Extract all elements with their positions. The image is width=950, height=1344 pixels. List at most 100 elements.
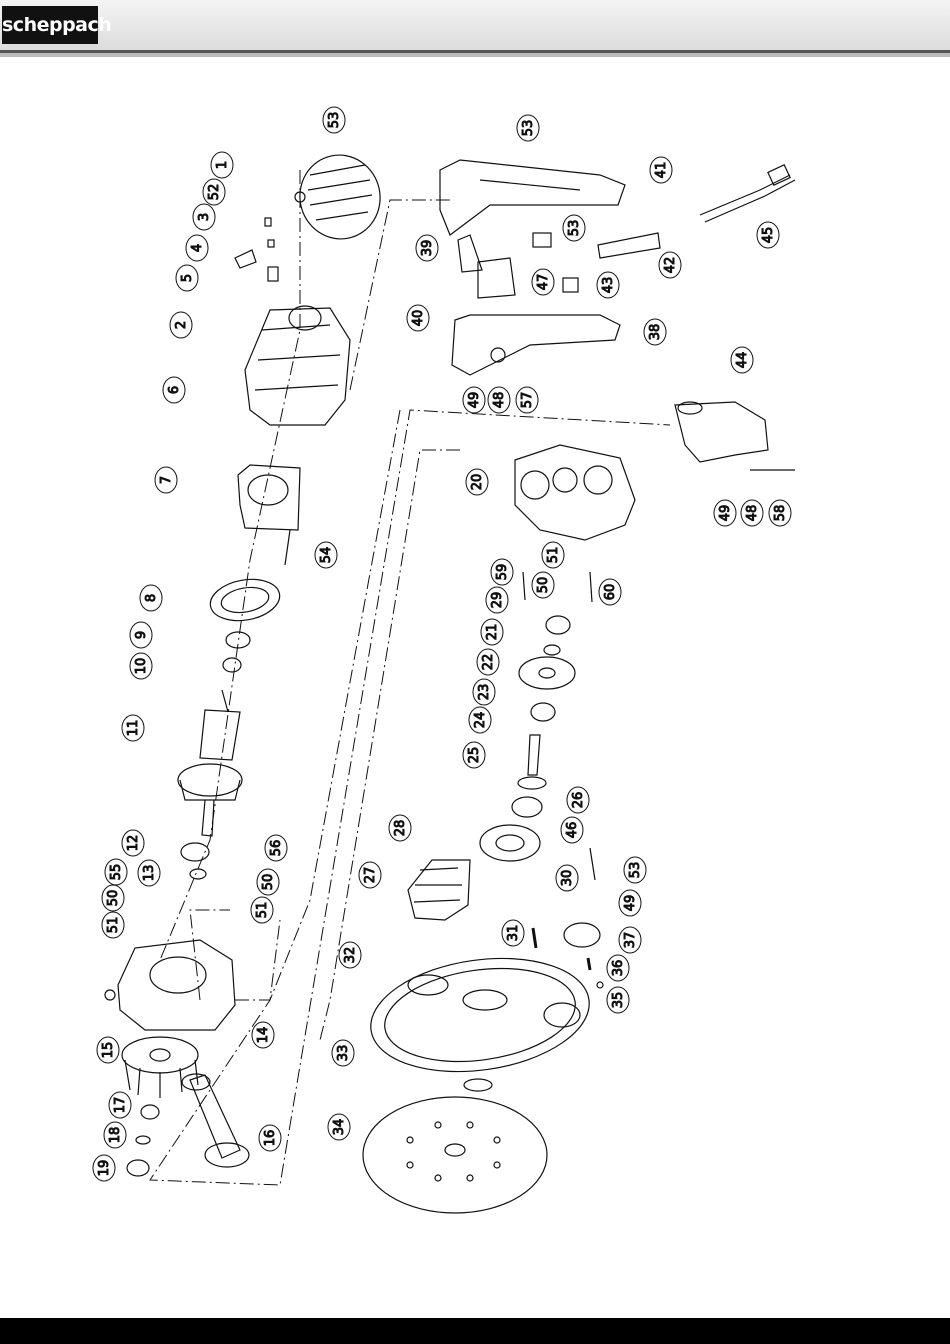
callout-53: 53 (521, 120, 536, 137)
callout-19: 19 (97, 1160, 112, 1177)
footer-bar (0, 1318, 950, 1344)
callout-7: 7 (159, 476, 174, 484)
callout-60: 60 (603, 584, 618, 601)
part-1-top-cover (292, 148, 388, 247)
callout-49: 49 (718, 505, 733, 522)
part-42-cable-sleeve (598, 233, 660, 258)
callout-48: 48 (745, 505, 760, 522)
callout-53: 53 (567, 220, 582, 237)
part-34-sanding-pad (363, 1097, 547, 1213)
callout-46: 46 (565, 822, 580, 839)
callout-45: 45 (761, 227, 776, 244)
callout-2: 2 (174, 321, 189, 329)
part-36-spring (588, 958, 590, 970)
header-divider (0, 53, 950, 57)
part-35-ball (597, 982, 603, 988)
callout-56: 56 (269, 840, 284, 857)
callout-39: 39 (420, 240, 435, 257)
part-43-clamp (563, 278, 578, 292)
part-31-spring (533, 928, 536, 948)
callout-37: 37 (623, 932, 638, 949)
callout-18: 18 (108, 1127, 123, 1144)
callout-20: 20 (470, 474, 485, 491)
callout-12: 12 (126, 835, 141, 852)
callout-29: 29 (490, 592, 505, 609)
callout-9: 9 (134, 631, 149, 639)
part-44-dust-port (675, 402, 768, 462)
part-21-ring (544, 645, 560, 655)
part-26-ring (518, 777, 546, 789)
callout-34: 34 (332, 1119, 347, 1136)
callout-22: 22 (481, 654, 496, 671)
part-22-bevel-gear (519, 657, 575, 689)
callout-14: 14 (256, 1027, 271, 1044)
callout-38: 38 (648, 324, 663, 341)
part-38-handle-shell (452, 315, 620, 375)
callout-49: 49 (467, 392, 482, 409)
brush-parts (235, 218, 278, 281)
part-28-bearing-flange (480, 825, 540, 861)
header-bar: scheppach (0, 0, 950, 53)
callout-15: 15 (101, 1042, 116, 1059)
part-7-field-frame (238, 465, 300, 530)
callout-51: 51 (106, 917, 121, 934)
part-8-ring (207, 574, 283, 626)
part-16-side-handle (182, 1074, 249, 1167)
callout-28: 28 (393, 820, 408, 837)
callout-25: 25 (467, 747, 482, 764)
callout-10: 10 (134, 658, 149, 675)
callout-54: 54 (319, 547, 334, 564)
callout-27: 27 (363, 867, 378, 884)
part-46-bearing (512, 797, 542, 817)
part-20-housing-cover (515, 445, 635, 540)
callout-17: 17 (113, 1097, 128, 1114)
callout-32: 32 (343, 947, 358, 964)
callout-23: 23 (477, 684, 492, 701)
part-25-spindle (528, 735, 540, 775)
callout-33: 33 (336, 1045, 351, 1062)
part-37-gear (564, 923, 600, 947)
callout-3: 3 (197, 213, 212, 221)
callout-11: 11 (126, 720, 141, 737)
part-6-motor-housing (245, 306, 350, 425)
callout-8: 8 (144, 594, 159, 602)
callout-13: 13 (142, 865, 157, 882)
part-11-armature (178, 690, 242, 836)
callout-1: 1 (215, 161, 230, 169)
exploded-view-diagram: 53 1 52 3 4 5 2 6 7 54 8 9 10 11 12 13 5… (0, 60, 950, 1310)
part-23-bearing (531, 703, 555, 721)
callout-50: 50 (536, 577, 551, 594)
part-14-gear-housing (105, 940, 235, 1030)
part-27-dust-bellows (408, 860, 470, 920)
callout-35: 35 (611, 992, 626, 1009)
callout-41: 41 (654, 162, 669, 179)
part-41-handle-shell (440, 160, 625, 235)
callout-26: 26 (571, 792, 586, 809)
part-17-bearing (141, 1105, 159, 1119)
part-45-power-cable (700, 165, 795, 222)
callout-43: 43 (601, 277, 616, 294)
callout-24: 24 (473, 712, 488, 729)
callout-51: 51 (255, 902, 270, 919)
part-60-screw (590, 572, 592, 602)
part-47-block (533, 233, 551, 247)
brand-logo: scheppach (2, 6, 98, 44)
callout-21: 21 (485, 624, 500, 641)
part-53-screw (590, 848, 595, 880)
callout-5: 5 (180, 274, 195, 282)
callout-58: 58 (773, 505, 788, 522)
callout-50: 50 (261, 874, 276, 891)
callout-30: 30 (560, 870, 575, 887)
part-13-ring (190, 869, 206, 879)
callout-16: 16 (263, 1130, 278, 1147)
part-19-washer (127, 1160, 149, 1176)
callout-42: 42 (663, 257, 678, 274)
callout-55: 55 (109, 864, 124, 881)
callout-49: 49 (623, 895, 638, 912)
part-54-screw (285, 530, 290, 565)
callout-36: 36 (611, 960, 626, 977)
callout-50: 50 (106, 890, 121, 907)
callout-53: 53 (628, 862, 643, 879)
callout-47: 47 (536, 274, 551, 291)
part-33-ring (464, 1079, 492, 1091)
